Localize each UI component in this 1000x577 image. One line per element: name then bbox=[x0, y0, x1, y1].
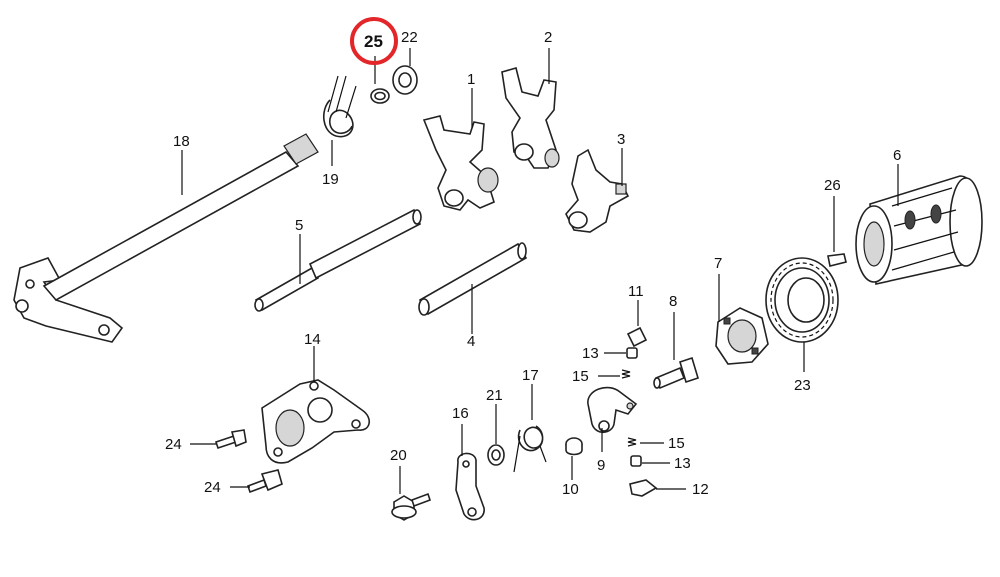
callout-17: 17 bbox=[522, 367, 539, 420]
callout-24-upper: 24 bbox=[165, 436, 216, 453]
callout-label-22: 22 bbox=[401, 29, 418, 46]
part-7-drum-center[interactable] bbox=[715, 307, 769, 365]
callout-label-2: 2 bbox=[544, 29, 552, 46]
callout-5: 5 bbox=[295, 217, 303, 284]
callout-13-lower: 13 bbox=[642, 455, 691, 472]
callout-25: 25 bbox=[350, 17, 398, 84]
callout-label-25: 25 bbox=[364, 32, 383, 51]
part-4-fork-shaft[interactable] bbox=[418, 242, 528, 316]
part-12-stopper-plate[interactable] bbox=[629, 479, 658, 497]
part-19-return-spring[interactable] bbox=[323, 75, 357, 138]
callout-26: 26 bbox=[824, 177, 841, 252]
callout-label-15-upper: 15 bbox=[572, 368, 589, 385]
callout-label-26: 26 bbox=[824, 177, 841, 194]
part-23-bearing[interactable] bbox=[765, 257, 839, 343]
part-15-upper-spring[interactable] bbox=[621, 369, 631, 379]
callout-label-10: 10 bbox=[562, 481, 579, 498]
callout-label-13-upper: 13 bbox=[582, 345, 599, 362]
part-9-stopper-arm[interactable] bbox=[587, 386, 638, 434]
part-25-circlip[interactable] bbox=[370, 88, 390, 104]
callout-4: 4 bbox=[467, 284, 475, 350]
part-13-lower-pin[interactable] bbox=[630, 455, 642, 467]
highlight-circle bbox=[350, 17, 398, 65]
part-11-stopper[interactable] bbox=[626, 326, 648, 348]
callout-label-12: 12 bbox=[692, 481, 709, 498]
callout-18: 18 bbox=[173, 133, 190, 195]
part-24-lower-bolt[interactable] bbox=[246, 469, 283, 494]
callout-24-lower: 24 bbox=[204, 479, 250, 496]
part-8-pin-bolt[interactable] bbox=[653, 356, 699, 390]
callout-22: 22 bbox=[401, 29, 418, 66]
callout-label-24-lower: 24 bbox=[204, 479, 221, 496]
part-14-retainer-plate[interactable] bbox=[261, 379, 370, 464]
callout-label-7: 7 bbox=[714, 255, 722, 272]
part-13-upper-pin[interactable] bbox=[626, 347, 638, 359]
callout-label-4: 4 bbox=[467, 333, 475, 350]
callout-23: 23 bbox=[794, 342, 811, 394]
callout-1: 1 bbox=[467, 71, 475, 128]
callout-label-20: 20 bbox=[390, 447, 407, 464]
part-6-shift-drum[interactable] bbox=[855, 175, 983, 285]
part-18-gearshift-spindle[interactable] bbox=[13, 133, 319, 343]
part-15-lower-spring[interactable] bbox=[627, 437, 637, 447]
callout-label-19: 19 bbox=[322, 171, 339, 188]
part-5-fork-shaft[interactable] bbox=[254, 208, 422, 312]
callout-2: 2 bbox=[544, 29, 552, 84]
callout-label-23: 23 bbox=[794, 377, 811, 394]
callout-6: 6 bbox=[893, 147, 901, 206]
part-1-shift-fork[interactable] bbox=[422, 115, 499, 211]
callout-3: 3 bbox=[617, 131, 625, 186]
callout-9: 9 bbox=[597, 428, 605, 474]
callout-15-upper: 15 bbox=[572, 368, 620, 385]
part-26-dowel-pin[interactable] bbox=[827, 253, 847, 267]
part-2-shift-fork[interactable] bbox=[501, 67, 560, 169]
part-22-washer[interactable] bbox=[392, 65, 418, 95]
callout-16: 16 bbox=[452, 405, 469, 456]
callout-label-21: 21 bbox=[486, 387, 503, 404]
callout-label-14: 14 bbox=[304, 331, 321, 348]
callout-label-16: 16 bbox=[452, 405, 469, 422]
part-20-flange-bolt[interactable] bbox=[391, 492, 432, 521]
callout-label-5: 5 bbox=[295, 217, 303, 234]
part-17-stopper-spring[interactable] bbox=[513, 425, 547, 473]
callout-label-1: 1 bbox=[467, 71, 475, 88]
callout-label-11: 11 bbox=[628, 283, 644, 300]
callout-15-lower: 15 bbox=[640, 435, 685, 452]
callout-12: 12 bbox=[656, 481, 709, 498]
part-10-collar[interactable] bbox=[565, 437, 583, 456]
callout-8: 8 bbox=[669, 293, 677, 360]
callout-label-6: 6 bbox=[893, 147, 901, 164]
callout-11: 11 bbox=[628, 283, 644, 326]
part-24-upper-bolt[interactable] bbox=[214, 429, 247, 450]
callout-7: 7 bbox=[714, 255, 722, 322]
callout-19: 19 bbox=[322, 140, 339, 188]
callout-label-3: 3 bbox=[617, 131, 625, 148]
callout-label-9: 9 bbox=[597, 457, 605, 474]
part-16-arm-plate[interactable] bbox=[455, 452, 485, 521]
callout-label-15-lower: 15 bbox=[668, 435, 685, 452]
callout-21: 21 bbox=[486, 387, 503, 444]
callout-label-8: 8 bbox=[669, 293, 677, 310]
callout-20: 20 bbox=[390, 447, 407, 494]
part-21-washer[interactable] bbox=[487, 444, 505, 466]
callout-14: 14 bbox=[304, 331, 321, 382]
callout-13-upper: 13 bbox=[582, 345, 626, 362]
callout-label-13-lower: 13 bbox=[674, 455, 691, 472]
callout-label-17: 17 bbox=[522, 367, 539, 384]
callout-label-18: 18 bbox=[173, 133, 190, 150]
part-3-shift-fork[interactable] bbox=[565, 148, 630, 233]
callout-label-24-upper: 24 bbox=[165, 436, 182, 453]
callout-10: 10 bbox=[562, 456, 579, 498]
